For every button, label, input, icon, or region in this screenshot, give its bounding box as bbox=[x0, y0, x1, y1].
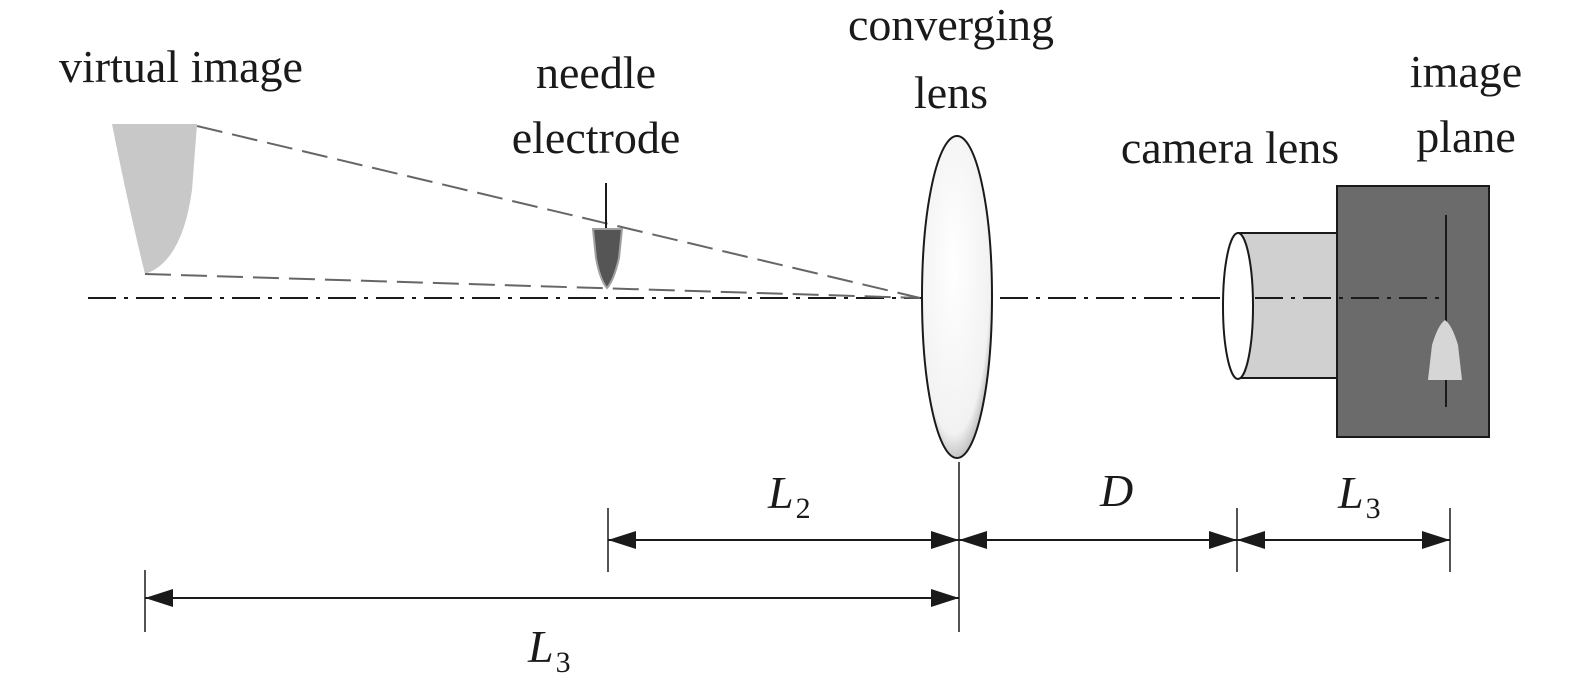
label-needle: needle bbox=[536, 47, 656, 98]
label-electrode: electrode bbox=[512, 112, 681, 163]
label-virtual-image: virtual image bbox=[59, 41, 303, 92]
label-plane: plane bbox=[1416, 111, 1516, 162]
ray-bottom bbox=[144, 273, 921, 299]
label-lens: lens bbox=[914, 67, 988, 118]
converging-lens-shape bbox=[921, 135, 993, 459]
projected-image-shape bbox=[1428, 320, 1462, 380]
camera-body bbox=[1336, 185, 1490, 438]
camera-lens-face bbox=[1222, 232, 1254, 380]
label-converging: converging bbox=[848, 0, 1054, 50]
label-image: image bbox=[1410, 46, 1522, 97]
dimension-label-d: D bbox=[1099, 465, 1133, 516]
camera-lens-barrel bbox=[1237, 232, 1338, 379]
dimension-label-l2: L2 bbox=[767, 467, 811, 525]
needle-electrode-shape bbox=[591, 228, 624, 290]
dimension-label-l3-bottom: L3 bbox=[527, 621, 571, 679]
virtual-image-shape bbox=[112, 124, 197, 274]
dimension-label-l3-right: L3 bbox=[1337, 467, 1381, 525]
ray-top bbox=[196, 125, 921, 299]
label-camera-lens: camera lens bbox=[1121, 122, 1339, 173]
